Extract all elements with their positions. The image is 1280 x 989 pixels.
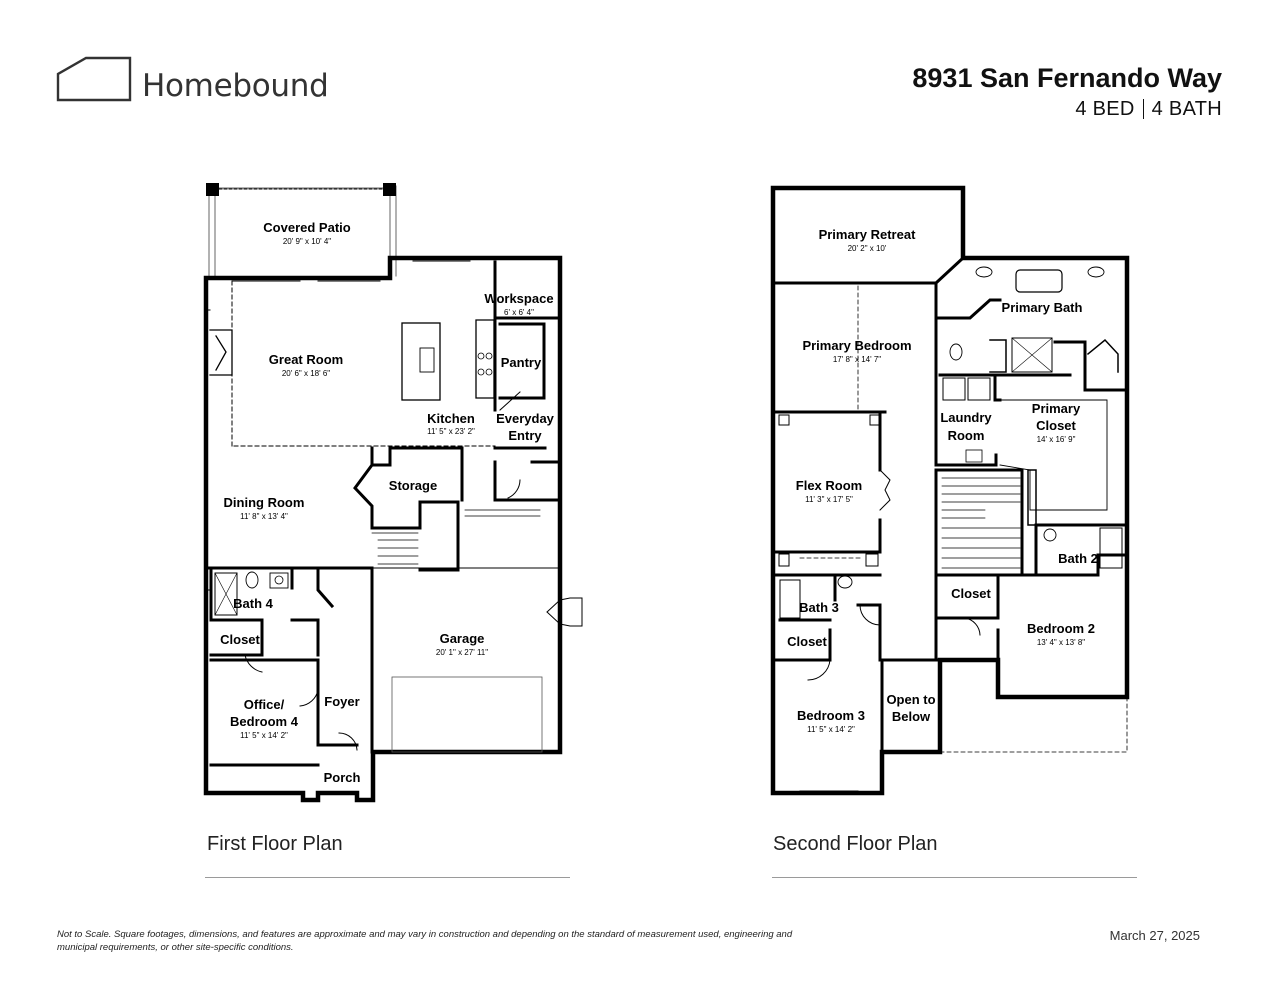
listing-address: 8931 San Fernando Way: [912, 63, 1222, 93]
room-label-below: Below: [892, 709, 931, 724]
room-dims-great-room: 20' 6" x 18' 6": [282, 369, 330, 378]
first-floor-plan: [203, 183, 583, 803]
room-label-primary: Primary: [1032, 401, 1081, 416]
room-label-primary-retreat: Primary Retreat: [819, 227, 916, 242]
plan-date: March 27, 2025: [1109, 928, 1200, 943]
room-label-kitchen: Kitchen: [427, 411, 475, 426]
brand-name: Homebound: [142, 68, 329, 104]
room-dims-primary-bedroom: 17' 8" x 14' 7": [833, 355, 881, 364]
room-dims-garage: 20' 1" x 27' 11": [436, 648, 488, 657]
room-label-covered-patio: Covered Patio: [263, 220, 350, 235]
first-floor-divider: [205, 877, 570, 878]
room-dims-bedroom-2: 13' 4" x 13' 8": [1037, 638, 1085, 647]
room-label-bath-3: Bath 3: [799, 600, 839, 615]
room-label-primary-bedroom: Primary Bedroom: [802, 338, 911, 353]
room-label-primary-bath: Primary Bath: [1002, 300, 1083, 315]
bed-count: 4 BED: [1075, 97, 1135, 120]
room-label-everyday: Everyday: [496, 411, 555, 426]
room-label-laundry-room: Room: [948, 428, 985, 443]
room-label-pantry: Pantry: [501, 355, 542, 370]
bath-count: 4 BATH: [1151, 97, 1222, 120]
room-label-bedroom-3: Bedroom 3: [797, 708, 865, 723]
first-floor-caption: First Floor Plan: [207, 833, 343, 855]
room-dims-primary-closet: 14' x 16' 9": [1037, 435, 1076, 444]
room-label-garage: Garage: [440, 631, 485, 646]
room-label-storage: Storage: [389, 478, 437, 493]
room-label-porch: Porch: [324, 770, 361, 785]
second-floor-labels: Primary Retreat 20' 2" x 10' Primary Bat…: [787, 227, 1098, 734]
room-label-entry: Entry: [508, 428, 542, 443]
room-dims-kitchen: 11' 5" x 23' 2": [427, 427, 475, 436]
room-label-office: Office/: [244, 697, 285, 712]
room-label-great-room: Great Room: [269, 352, 343, 367]
room-label-bedroom-2: Bedroom 2: [1027, 621, 1095, 636]
room-label-closet: Closet: [220, 632, 260, 647]
room-dims-bedroom-3: 11' 5" x 14' 2": [807, 725, 855, 734]
room-label-primary-closet: Closet: [1036, 418, 1076, 433]
second-floor-plan: [770, 185, 1130, 796]
room-label-bath-4: Bath 4: [233, 596, 274, 611]
room-label-dining-room: Dining Room: [224, 495, 305, 510]
room-label-bath-2: Bath 2: [1058, 551, 1098, 566]
room-label-workspace: Workspace: [484, 291, 553, 306]
room-dims-covered-patio: 20' 9" x 10' 4": [283, 237, 331, 246]
room-dims-workspace: 6' x 6' 4": [504, 308, 534, 317]
first-floor-labels: Covered Patio 20' 9" x 10' 4" Workspace …: [220, 220, 555, 785]
room-label-closet-upper: Closet: [951, 586, 991, 601]
room-dims-flex-room: 11' 3" x 17' 5": [805, 495, 853, 504]
listing-header: 8931 San Fernando Way 4 BED 4 BATH: [912, 63, 1222, 121]
room-label-closet-bed3: Closet: [787, 634, 827, 649]
room-label-laundry: Laundry: [940, 410, 992, 425]
homebound-logo: Homebound: [56, 56, 329, 104]
room-dims-primary-retreat: 20' 2" x 10': [848, 244, 887, 253]
listing-bed-bath: 4 BED 4 BATH: [912, 98, 1222, 121]
house-roof-icon: [56, 56, 132, 102]
room-dims-dining-room: 11' 8" x 13' 4": [240, 512, 288, 521]
room-label-bedroom-4: Bedroom 4: [230, 714, 299, 729]
room-label-open-to: Open to: [886, 692, 935, 707]
second-floor-divider: [772, 877, 1137, 878]
divider: [1142, 98, 1144, 119]
disclaimer-text: Not to Scale. Square footages, dimension…: [57, 929, 793, 953]
second-floor-caption: Second Floor Plan: [773, 833, 938, 855]
room-label-foyer: Foyer: [324, 694, 359, 709]
room-dims-bedroom-4: 11' 5" x 14' 2": [240, 731, 288, 740]
room-label-flex-room: Flex Room: [796, 478, 862, 493]
